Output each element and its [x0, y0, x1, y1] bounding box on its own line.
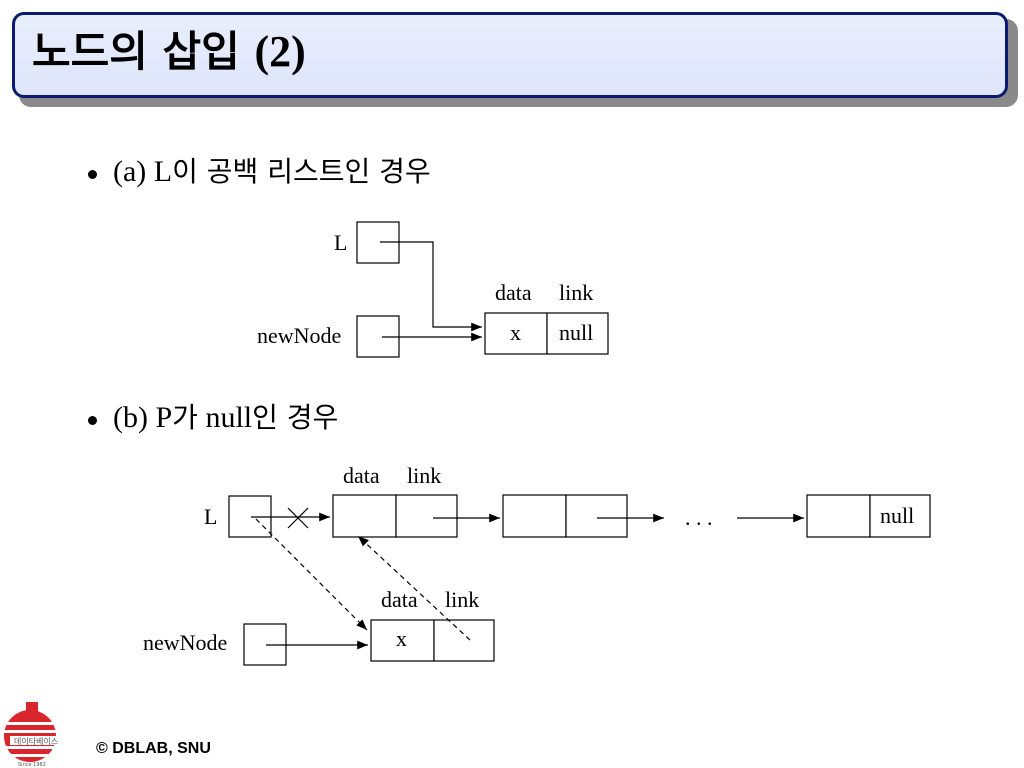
- diagram-a-node-data: x: [510, 320, 521, 345]
- bullet-a: (a) L이 공백 리스트인 경우: [88, 152, 431, 192]
- bullet-a-rest: 이 공백 리스트인 경우: [172, 155, 431, 188]
- diagram-b-new-field-data: data: [381, 587, 418, 612]
- logo-since: Since 1982: [18, 762, 46, 768]
- diagram-b-ellipsis: . . .: [685, 505, 713, 530]
- diagram-b-newnode-label: newNode: [143, 630, 227, 655]
- bullet-b-hangul-2: 인 경우: [252, 401, 339, 434]
- page-title-main: 노드의 삽입: [32, 27, 240, 76]
- diagram-b: L data link . . . null data link x newNo…: [143, 463, 931, 666]
- diagram-a-pointer-label: L: [334, 230, 347, 255]
- cross-icon: [287, 507, 309, 529]
- diagram-b-new-link-arrow: [357, 535, 471, 641]
- diagram-a-node-link: null: [559, 320, 593, 345]
- diagram-a-newnode-label: newNode: [257, 323, 341, 348]
- diagram-b-new-pointer-arrow: [255, 518, 368, 631]
- bullet-b-hangul-1: 가: [172, 401, 198, 434]
- bullet-b-mid: null: [197, 401, 253, 434]
- copyright-text: © DBLAB, SNU: [96, 740, 211, 757]
- page-title: 노드의 삽입 (2): [32, 20, 306, 84]
- bullet-dot-icon: [88, 415, 97, 425]
- diagram-a-field-data: data: [495, 280, 532, 305]
- bullet-dot-icon: [88, 169, 97, 179]
- diagram-b-node1-link-cell: [395, 494, 458, 538]
- diagram-b-last-link-cell: [869, 494, 931, 538]
- diagram-a: L newNode data link x null: [257, 221, 609, 358]
- logo-stem: [26, 702, 38, 720]
- dblab-logo: 데이타베이스 Since 1982: [0, 700, 78, 768]
- diagram-b-node2-link-cell: [565, 494, 628, 538]
- diagram-b-new-data-cell: [370, 619, 435, 662]
- diagram-b-node2-data-cell: [502, 494, 567, 538]
- diagram-a-field-link: link: [559, 280, 593, 305]
- diagram-b-last-link: null: [880, 503, 914, 528]
- diagram-b-new-link-cell: [433, 619, 495, 662]
- bullet-b: (b) P가 null인 경우: [88, 398, 338, 438]
- diagram-b-new-node-data: x: [396, 626, 407, 651]
- diagram-a-node-link-cell: [546, 312, 609, 355]
- logo-text: 데이타베이스: [14, 736, 58, 746]
- bullet-a-prefix: (a) L: [113, 155, 173, 188]
- page-title-suffix: (2): [254, 27, 306, 76]
- diagram-b-new-field-link: link: [445, 587, 479, 612]
- title-banner: [12, 12, 1008, 98]
- diagram-b-last-data-cell: [806, 494, 871, 538]
- diagram-b-field-link: link: [407, 463, 441, 488]
- bullet-b-prefix: (b) P: [113, 401, 173, 434]
- diagram-a-pointer-arrow: [380, 241, 482, 332]
- diagram-b-field-data: data: [343, 463, 380, 488]
- diagram-b-node1-data-cell: [332, 494, 397, 538]
- diagram-a-node-data-cell: [484, 312, 548, 355]
- diagram-b-pointer-label: L: [204, 504, 217, 529]
